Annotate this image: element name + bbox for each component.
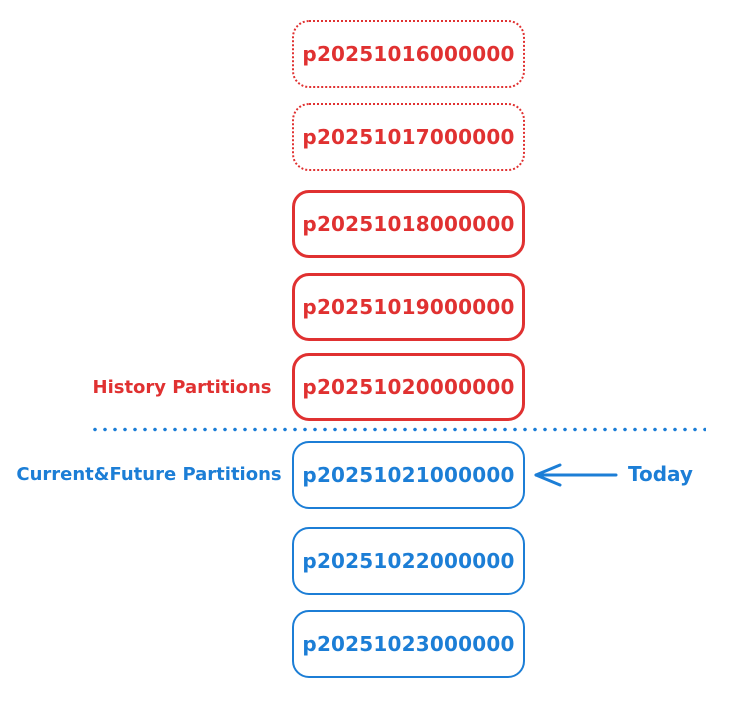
partition-box-p20251016000000: p20251016000000: [292, 20, 525, 88]
partition-box-p20251020000000: p20251020000000: [292, 353, 525, 421]
partition-name: p20251016000000: [302, 42, 515, 66]
partition-box-p20251023000000: p20251023000000: [292, 610, 525, 678]
partition-box-p20251021000000: p20251021000000: [292, 441, 525, 509]
current-future-partitions-label: Current&Future Partitions: [16, 464, 282, 485]
partition-name: p20251022000000: [302, 549, 515, 573]
partition-name: p20251021000000: [302, 463, 515, 487]
partition-name: p20251023000000: [302, 632, 515, 656]
today-label: Today: [628, 462, 693, 486]
history-future-divider: [90, 427, 706, 432]
partition-name: p20251019000000: [302, 295, 515, 319]
left-arrow-icon: [534, 463, 618, 487]
partition-box-p20251018000000: p20251018000000: [292, 190, 525, 258]
partition-box-p20251017000000: p20251017000000: [292, 103, 525, 171]
partition-name: p20251017000000: [302, 125, 515, 149]
partition-name: p20251018000000: [302, 212, 515, 236]
partition-box-p20251019000000: p20251019000000: [292, 273, 525, 341]
partition-box-p20251022000000: p20251022000000: [292, 527, 525, 595]
history-partitions-label: History Partitions: [92, 377, 272, 398]
partition-name: p20251020000000: [302, 375, 515, 399]
